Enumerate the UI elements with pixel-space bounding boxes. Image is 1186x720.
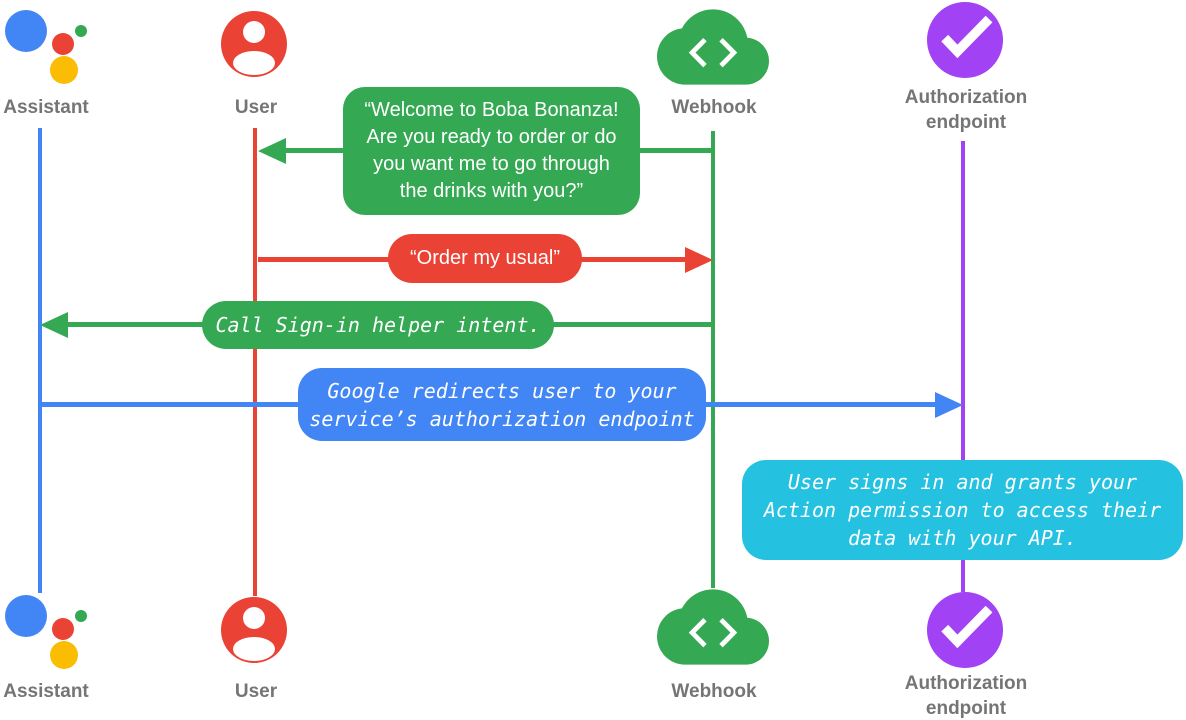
arrowhead-left-icon bbox=[40, 312, 68, 338]
redirect-message-bubble: Google redirects user to your service’s … bbox=[298, 368, 706, 441]
arrowhead-left-icon bbox=[258, 138, 286, 164]
assistant-logo-yellow-circle bbox=[50, 641, 78, 669]
grant-permission-note-bubble: User signs in and grants your Action per… bbox=[742, 460, 1183, 560]
signin-helper-bubble: Call Sign-in helper intent. bbox=[202, 301, 554, 349]
assistant-logo-blue-circle bbox=[5, 10, 47, 52]
webhook-lifeline bbox=[711, 131, 715, 588]
welcome-message-bubble: “Welcome to Boba Bonanza! Are you ready … bbox=[343, 87, 640, 215]
assistant-logo-yellow-circle bbox=[50, 56, 78, 84]
user-label: User bbox=[234, 97, 278, 118]
order-message-bubble: “Order my usual” bbox=[388, 234, 582, 283]
person-icon bbox=[221, 597, 287, 663]
assistant-logo-green-dot bbox=[75, 610, 87, 622]
person-icon-head bbox=[243, 607, 265, 629]
user-label: User bbox=[234, 681, 278, 702]
cloud-code-icon bbox=[657, 589, 769, 665]
authorization-endpoint-label: Authorization endpoint bbox=[904, 87, 1028, 133]
assistant-logo-red-circle bbox=[52, 33, 74, 55]
assistant-label: Assistant bbox=[3, 97, 89, 118]
assistant-logo-green-dot bbox=[75, 25, 87, 37]
assistant-logo-blue-circle bbox=[5, 595, 47, 637]
webhook-label: Webhook bbox=[671, 97, 757, 118]
person-icon-shoulders bbox=[233, 51, 275, 75]
cloud-code-icon bbox=[657, 9, 769, 85]
assistant-logo-red-circle bbox=[52, 618, 74, 640]
google-assistant-logo-icon bbox=[2, 591, 92, 673]
assistant-label: Assistant bbox=[3, 681, 89, 702]
authorization-endpoint-label: Authorization endpoint bbox=[904, 673, 1028, 719]
assistant-lifeline bbox=[38, 128, 42, 593]
person-icon bbox=[221, 11, 287, 77]
check-circle-icon bbox=[927, 592, 1003, 668]
person-icon-shoulders bbox=[233, 637, 275, 661]
authorization-endpoint-lifeline bbox=[961, 141, 965, 592]
person-icon-head bbox=[243, 21, 265, 43]
arrowhead-right-icon bbox=[935, 392, 963, 418]
google-assistant-logo-icon bbox=[2, 6, 92, 88]
user-lifeline bbox=[253, 128, 257, 596]
webhook-label: Webhook bbox=[671, 681, 757, 702]
check-circle-icon bbox=[927, 2, 1003, 78]
arrowhead-right-icon bbox=[685, 247, 713, 273]
